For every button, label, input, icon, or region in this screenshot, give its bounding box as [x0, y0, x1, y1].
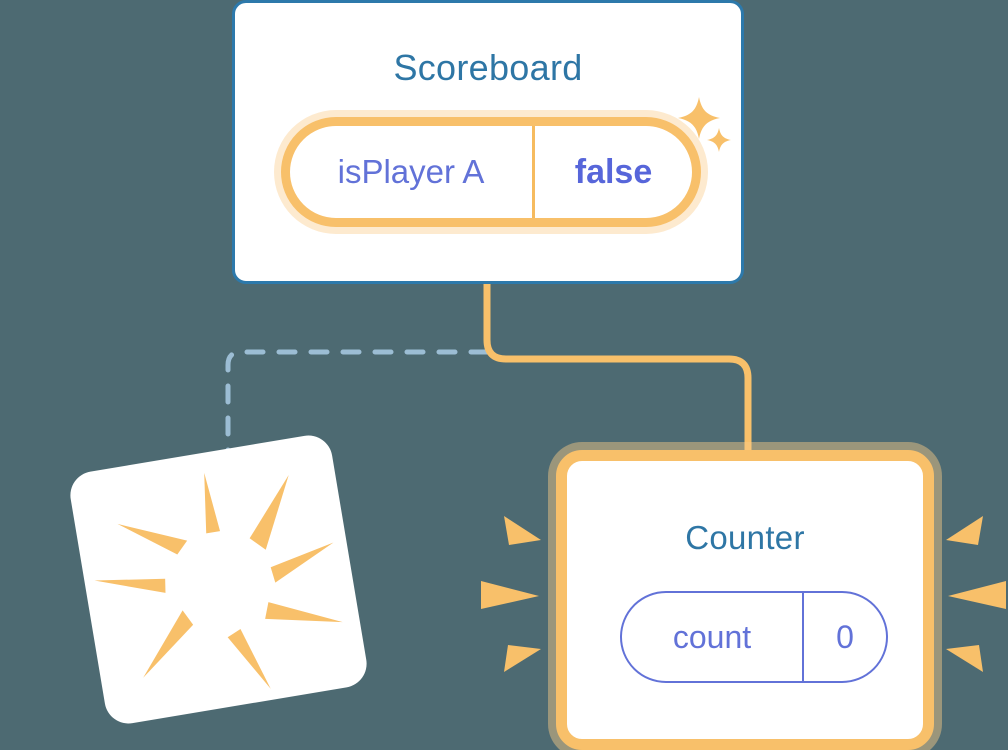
counter-title: Counter: [685, 519, 805, 556]
counter-ray-right: [946, 645, 983, 672]
card-counter[interactable]: Counter count 0: [556, 450, 934, 750]
counter-ray-right: [948, 581, 1006, 609]
counter-state-value: 0: [836, 618, 854, 655]
sparkle-large-icon: [678, 97, 720, 139]
counter-state-key: count: [672, 618, 752, 655]
counter-ray-right: [946, 516, 983, 545]
burst-ray: [227, 629, 271, 689]
card-scoreboard[interactable]: Scoreboard isPlayer A false: [232, 0, 744, 284]
burst-ray: [117, 523, 188, 555]
burst-ray: [94, 578, 166, 593]
burst-ray: [270, 542, 334, 583]
connector-solid-scoreboard-to-counter: [483, 284, 752, 458]
burst-ray: [143, 610, 194, 678]
scoreboard-state-pill[interactable]: isPlayer A false: [281, 117, 701, 227]
burst-ray: [249, 474, 289, 550]
counter-state-pill[interactable]: count 0: [620, 591, 888, 683]
scoreboard-state-key: isPlayer A: [337, 153, 485, 190]
scoreboard-title: Scoreboard: [393, 47, 583, 88]
card-burst[interactable]: [66, 431, 371, 728]
counter-ray-left: [504, 645, 541, 672]
scoreboard-state-value: false: [574, 152, 653, 191]
counter-ray-left: [504, 516, 541, 545]
burst-ray: [265, 602, 343, 623]
burst-rays-icon: [94, 472, 343, 689]
sparkle-small-icon: [707, 128, 731, 152]
pill-divider: [532, 126, 535, 218]
counter-ray-left: [481, 581, 539, 609]
pill-divider: [802, 593, 804, 681]
burst-ray: [204, 472, 221, 534]
